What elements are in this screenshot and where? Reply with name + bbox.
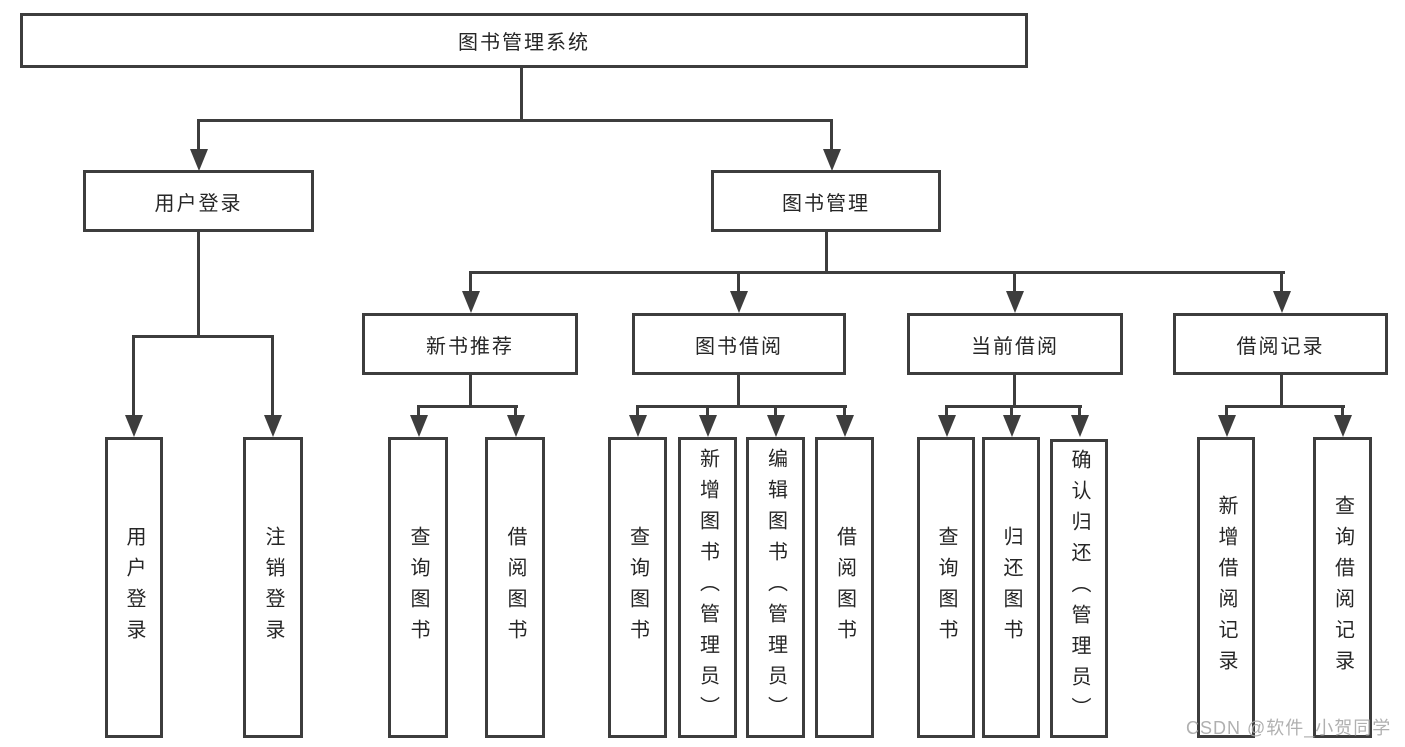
connector-line xyxy=(706,405,709,418)
node-new-book-recommend: 新书推荐 xyxy=(362,313,578,375)
arrow-down-icon xyxy=(125,415,143,437)
connector-line xyxy=(271,335,274,417)
connector-line xyxy=(132,335,135,417)
connector-line xyxy=(1010,405,1013,418)
arrow-down-icon xyxy=(629,415,647,437)
leaf-newbook-borrow-books: 借阅图书 xyxy=(485,437,545,738)
leaf-records-add-record: 新增借阅记录 xyxy=(1197,437,1255,738)
connector-line xyxy=(197,232,200,338)
connector-line xyxy=(830,119,833,152)
node-book-borrowing: 图书借阅 xyxy=(632,313,846,375)
arrow-down-icon xyxy=(699,415,717,437)
connector-line xyxy=(132,335,274,338)
leaf-user-login: 用户登录 xyxy=(105,437,163,738)
connector-line xyxy=(737,271,740,293)
arrow-down-icon xyxy=(1334,415,1352,437)
leaf-records-query-record: 查询借阅记录 xyxy=(1313,437,1372,738)
connector-line xyxy=(843,405,846,418)
connector-line xyxy=(197,119,200,152)
arrow-down-icon xyxy=(264,415,282,437)
arrow-down-icon xyxy=(1003,415,1021,437)
leaf-current-return-books: 归还图书 xyxy=(982,437,1040,738)
node-user-login: 用户登录 xyxy=(83,170,314,232)
arrow-down-icon xyxy=(938,415,956,437)
connector-line xyxy=(1280,375,1283,408)
connector-line xyxy=(1225,405,1228,418)
arrow-down-icon xyxy=(836,415,854,437)
connector-line xyxy=(945,405,1082,408)
connector-line xyxy=(636,405,639,418)
connector-line xyxy=(469,271,472,293)
leaf-current-confirm-return-admin: 确认归还（管理员） xyxy=(1050,439,1108,738)
connector-line xyxy=(636,405,847,408)
connector-line xyxy=(514,405,517,418)
node-current-borrowing: 当前借阅 xyxy=(907,313,1123,375)
connector-line xyxy=(520,66,523,122)
arrow-down-icon xyxy=(507,415,525,437)
arrow-down-icon xyxy=(823,149,841,171)
connector-line xyxy=(774,405,777,418)
connector-line xyxy=(417,405,420,418)
connector-line xyxy=(1280,271,1283,293)
arrow-down-icon xyxy=(1006,291,1024,313)
connector-line xyxy=(1078,405,1081,418)
csdn-watermark: CSDN @软件_小贺同学 xyxy=(1186,718,1392,738)
leaf-borrowing-edit-books-admin: 编辑图书（管理员） xyxy=(746,437,805,738)
leaf-newbook-query-books: 查询图书 xyxy=(388,437,448,738)
arrow-down-icon xyxy=(410,415,428,437)
node-root: 图书管理系统 xyxy=(20,13,1028,68)
node-borrowing-records: 借阅记录 xyxy=(1173,313,1388,375)
arrow-down-icon xyxy=(462,291,480,313)
arrow-down-icon xyxy=(190,149,208,171)
leaf-logout: 注销登录 xyxy=(243,437,303,738)
connector-line xyxy=(825,232,828,274)
arrow-down-icon xyxy=(1273,291,1291,313)
connector-line xyxy=(945,405,948,418)
arrow-down-icon xyxy=(730,291,748,313)
connector-line xyxy=(469,271,1285,274)
connector-line xyxy=(1225,405,1345,408)
node-book-management: 图书管理 xyxy=(711,170,941,232)
arrow-down-icon xyxy=(1218,415,1236,437)
leaf-borrowing-add-books-admin: 新增图书（管理员） xyxy=(678,437,737,738)
connector-line xyxy=(737,375,740,408)
arrow-down-icon xyxy=(1071,415,1089,437)
connector-line xyxy=(1013,375,1016,408)
arrow-down-icon xyxy=(767,415,785,437)
leaf-borrowing-borrow-books: 借阅图书 xyxy=(815,437,874,738)
connector-line xyxy=(197,119,833,122)
connector-line xyxy=(1341,405,1344,418)
leaf-borrowing-query-books: 查询图书 xyxy=(608,437,667,738)
connector-line xyxy=(417,405,518,408)
connector-line xyxy=(469,375,472,408)
leaf-current-query-books: 查询图书 xyxy=(917,437,975,738)
connector-line xyxy=(1013,271,1016,293)
